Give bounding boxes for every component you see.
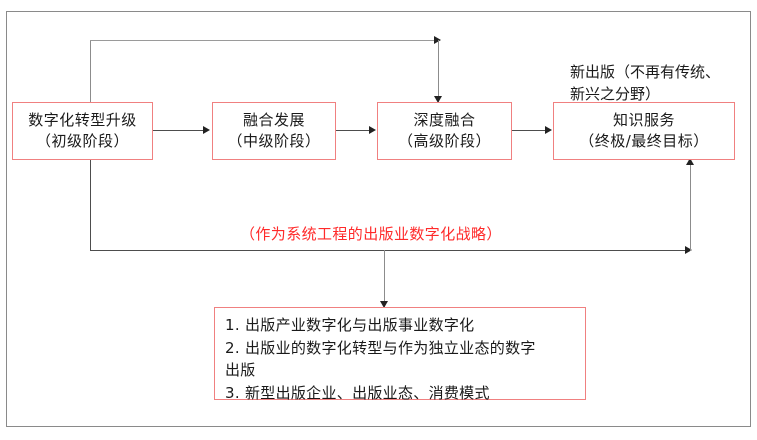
node-integration-development-secondary[interactable]: 融合发展 （中级阶段） xyxy=(212,102,336,160)
connector-advanced-goal-arrowhead xyxy=(545,126,552,134)
list-item: 3. 新型出版企业、出版业态、消费模式 xyxy=(225,383,490,402)
node-primary-line2: （初级阶段） xyxy=(35,132,129,150)
node-list-box[interactable]: 1. 出版产业数字化与出版事业数字化 2. 出版业的数字化转型与作为独立业态的数… xyxy=(214,307,586,402)
node-goal-line2: （终极/最终目标） xyxy=(579,132,709,150)
connector-goal-bottom-arrowhead xyxy=(686,158,694,165)
connector-list-arrowhead xyxy=(380,301,388,308)
connector-top-right-arrowhead xyxy=(434,36,441,44)
node-deep-integration-advanced[interactable]: 深度融合 （高级阶段） xyxy=(377,102,512,160)
connector-advanced-top-vertical xyxy=(438,40,439,102)
connector-list-vertical xyxy=(384,250,385,307)
list-item: 1. 出版产业数字化与出版事业数字化 xyxy=(225,316,475,334)
connector-secondary-advanced-line xyxy=(336,130,371,131)
outer-frame xyxy=(6,11,751,427)
label-digital-strategy: （作为系统工程的出版业数字化战略） xyxy=(240,225,502,243)
connector-primary-secondary-line xyxy=(153,130,205,131)
list-item: 出版 xyxy=(225,361,256,379)
label-new-publishing: 新出版（不再有传统、 新兴之分野） xyxy=(570,62,720,106)
label-new-publishing-line1: 新出版（不再有传统、 xyxy=(570,63,721,81)
node-advanced-line1: 深度融合 xyxy=(413,110,476,129)
connector-bottom-horizontal xyxy=(90,250,691,251)
node-primary-line1: 数字化转型升级 xyxy=(28,110,137,129)
connector-top-horizontal xyxy=(90,40,438,41)
connector-primary-top-vertical xyxy=(90,40,91,102)
node-goal-line1: 知识服务 xyxy=(612,110,675,129)
connector-bottom-right-arrowhead xyxy=(685,246,692,254)
connector-primary-secondary-arrowhead xyxy=(203,126,210,134)
label-new-publishing-line2: 新兴之分野） xyxy=(570,84,661,103)
node-secondary-line2: （中级阶段） xyxy=(227,132,321,150)
list-item: 2. 出版业的数字化转型与作为独立业态的数字 xyxy=(225,338,536,357)
connector-secondary-advanced-arrowhead xyxy=(369,126,376,134)
node-advanced-line2: （高级阶段） xyxy=(397,132,491,150)
connector-advanced-top-arrowhead xyxy=(434,96,442,103)
connector-primary-bottom-vertical xyxy=(90,160,91,250)
connector-goal-bottom-vertical xyxy=(690,160,691,251)
node-secondary-line1: 融合发展 xyxy=(242,110,305,129)
node-knowledge-service-goal[interactable]: 知识服务 （终极/最终目标） xyxy=(553,102,735,160)
connector-advanced-goal-line xyxy=(512,130,547,131)
node-digital-transformation-primary[interactable]: 数字化转型升级 （初级阶段） xyxy=(12,102,153,160)
